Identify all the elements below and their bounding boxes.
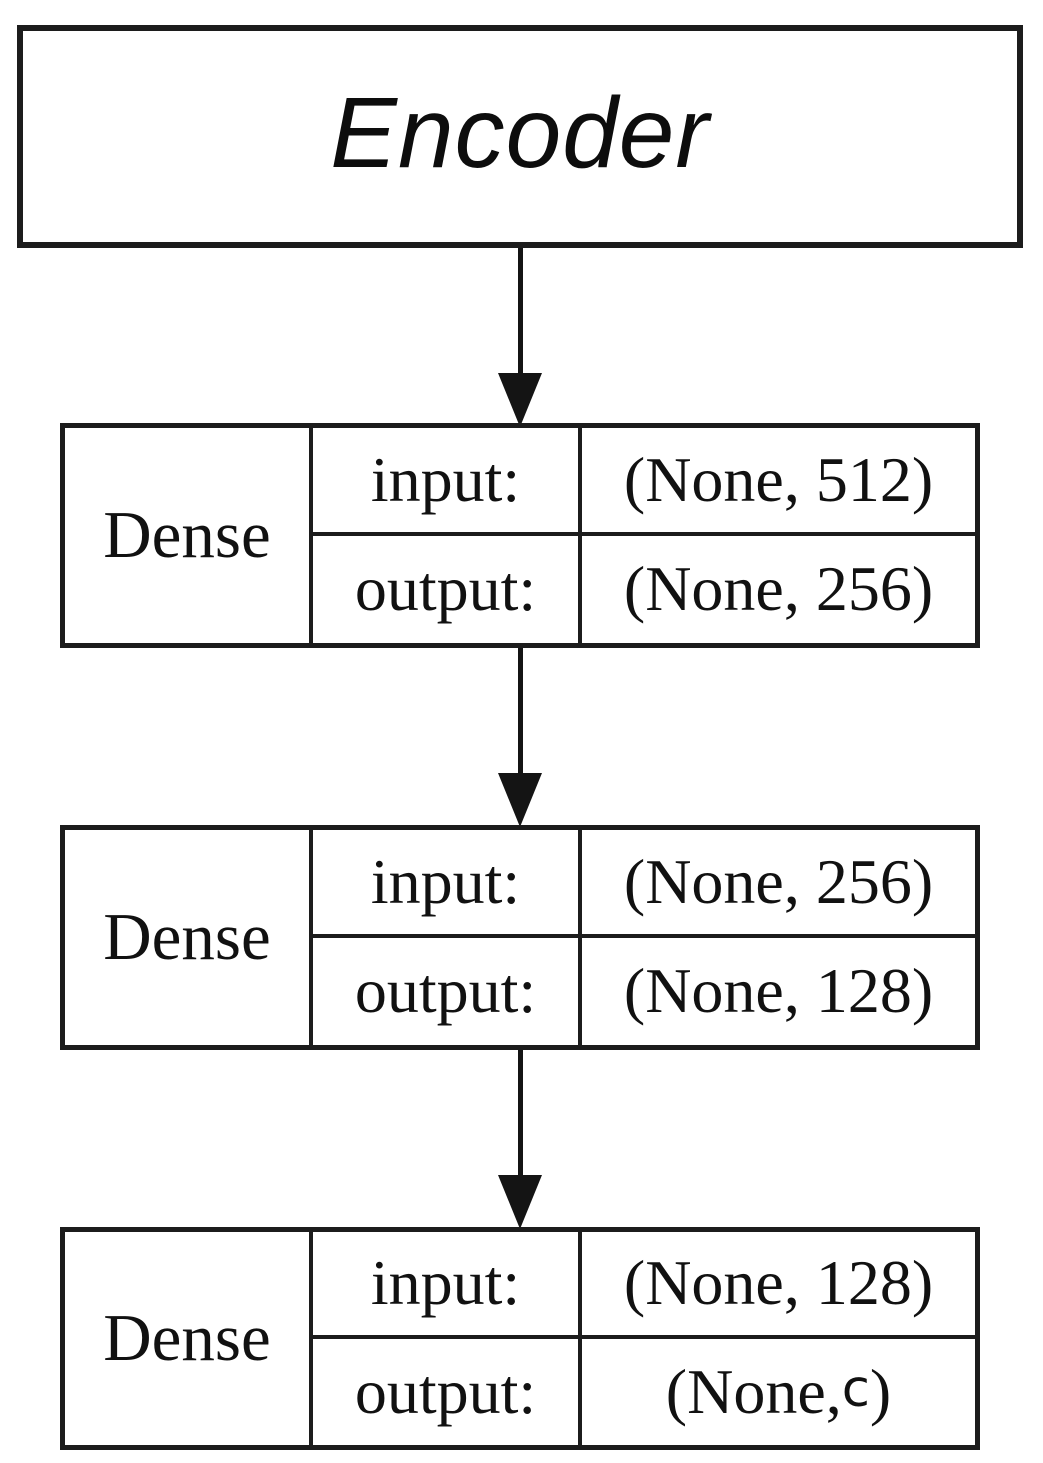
arrow-line-1 — [518, 248, 523, 380]
layer-name-cell: Dense — [65, 1232, 313, 1445]
input-shape-cell: (None, 512) — [582, 428, 975, 536]
layer-name-cell: Dense — [65, 428, 313, 643]
input-label-cell: input: — [313, 428, 582, 536]
input-label-cell: input: — [313, 830, 582, 938]
output-label-cell: output: — [313, 1338, 582, 1445]
output-shape-suffix: ) — [869, 1355, 892, 1427]
diagram-title: Encoder — [330, 76, 710, 189]
arrow-line-3 — [518, 1050, 523, 1182]
output-shape-cell: (None, c ) — [582, 1339, 975, 1446]
output-shape-prefix: (None, — [665, 1355, 842, 1427]
output-label-cell: output: — [313, 535, 582, 643]
input-shape-cell: (None, 256) — [582, 830, 975, 938]
dense-layer-2-table: Dense input: (None, 256) output: (None, … — [60, 825, 980, 1050]
dense-layer-1-table: Dense input: (None, 512) output: (None, … — [60, 423, 980, 648]
output-label-cell: output: — [313, 937, 582, 1045]
output-shape-cell: (None, 256) — [623, 553, 934, 625]
arrow-down-icon — [498, 773, 542, 827]
input-label-cell: input: — [313, 1232, 582, 1339]
output-shape-variable: c — [841, 1359, 870, 1420]
output-shape-cell: (None, 128) — [623, 955, 934, 1027]
dense-layer-3-table: Dense input: (None, 128) output: (None, … — [60, 1227, 980, 1450]
arrow-down-icon — [498, 1175, 542, 1229]
arrow-line-2 — [518, 648, 523, 780]
layer-name-cell: Dense — [65, 830, 313, 1045]
arrow-down-icon — [498, 373, 542, 427]
input-shape-cell: (None, 128) — [582, 1232, 975, 1339]
encoder-title-box: Encoder — [17, 25, 1023, 248]
